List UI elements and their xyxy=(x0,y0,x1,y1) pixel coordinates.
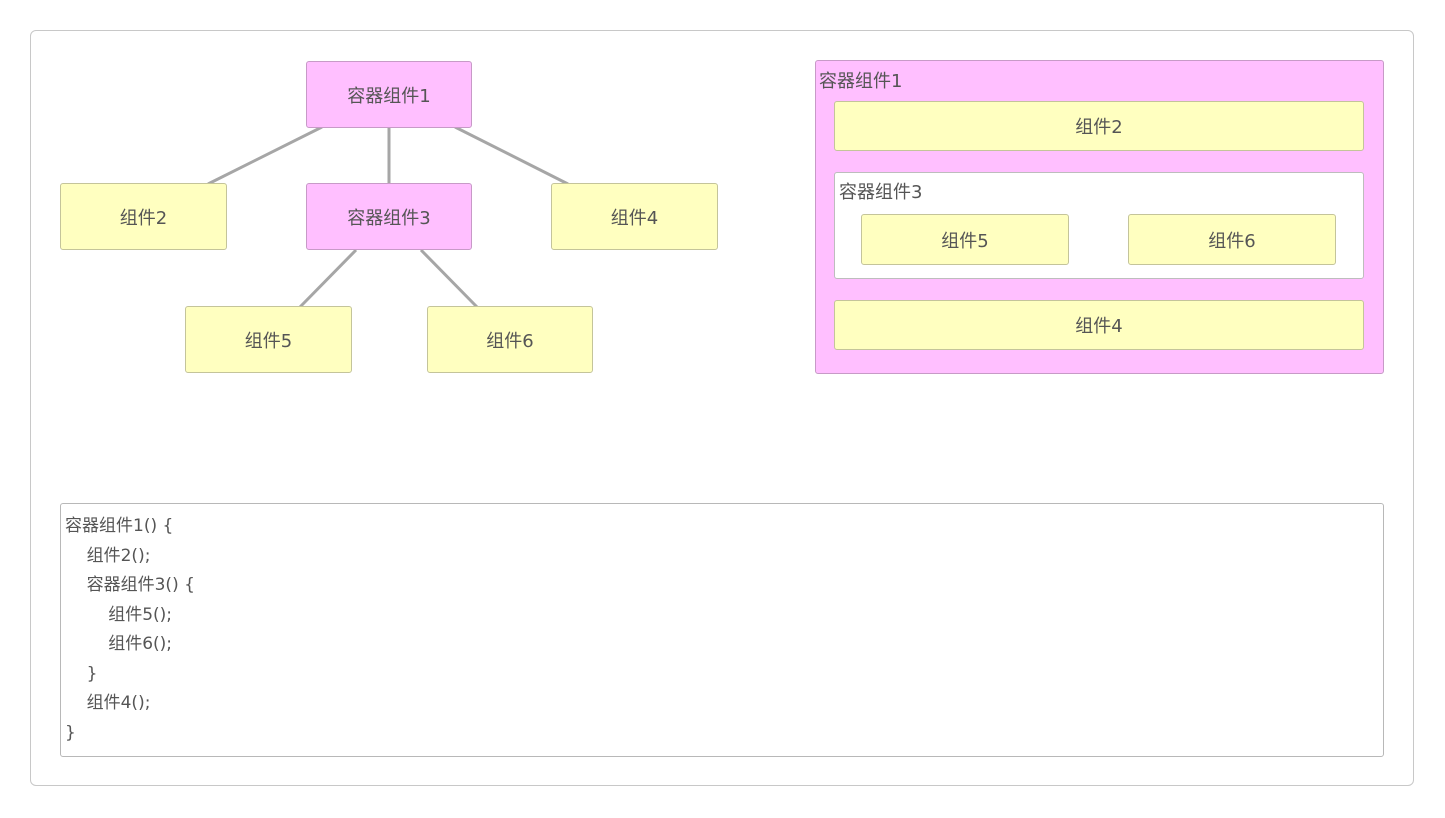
code-line: 组件6(); xyxy=(65,634,173,654)
layout-item-6: 组件6 xyxy=(1128,214,1336,265)
layout-item-5: 组件5 xyxy=(861,214,1069,265)
code-line: } xyxy=(65,663,98,684)
tree-node-child-5: 组件5 xyxy=(185,306,352,373)
layout-item-2: 组件2 xyxy=(834,101,1364,151)
tree-node-child-4: 组件4 xyxy=(551,183,718,250)
tree-node-child-3: 容器组件3 xyxy=(306,183,472,250)
tree-node-child-6: 组件6 xyxy=(427,306,593,373)
code-line: 容器组件3() { xyxy=(65,575,195,595)
code-line: 组件2(); xyxy=(65,545,151,566)
code-line: } xyxy=(65,722,76,743)
code-line: 容器组件1() { xyxy=(65,516,174,536)
tree-node-child-2: 组件2 xyxy=(60,183,227,250)
tree-node-root: 容器组件1 xyxy=(306,61,472,128)
layout-outer-label: 容器组件1 xyxy=(819,71,903,92)
layout-item-4: 组件4 xyxy=(834,300,1364,350)
code-line: 组件5(); xyxy=(65,604,173,625)
layout-inner-label: 容器组件3 xyxy=(839,182,923,203)
code-line: 组件4(); xyxy=(65,693,151,713)
code-block: 容器组件1() { 组件2(); 容器组件3() { 组件5(); 组件6();… xyxy=(60,503,1384,757)
